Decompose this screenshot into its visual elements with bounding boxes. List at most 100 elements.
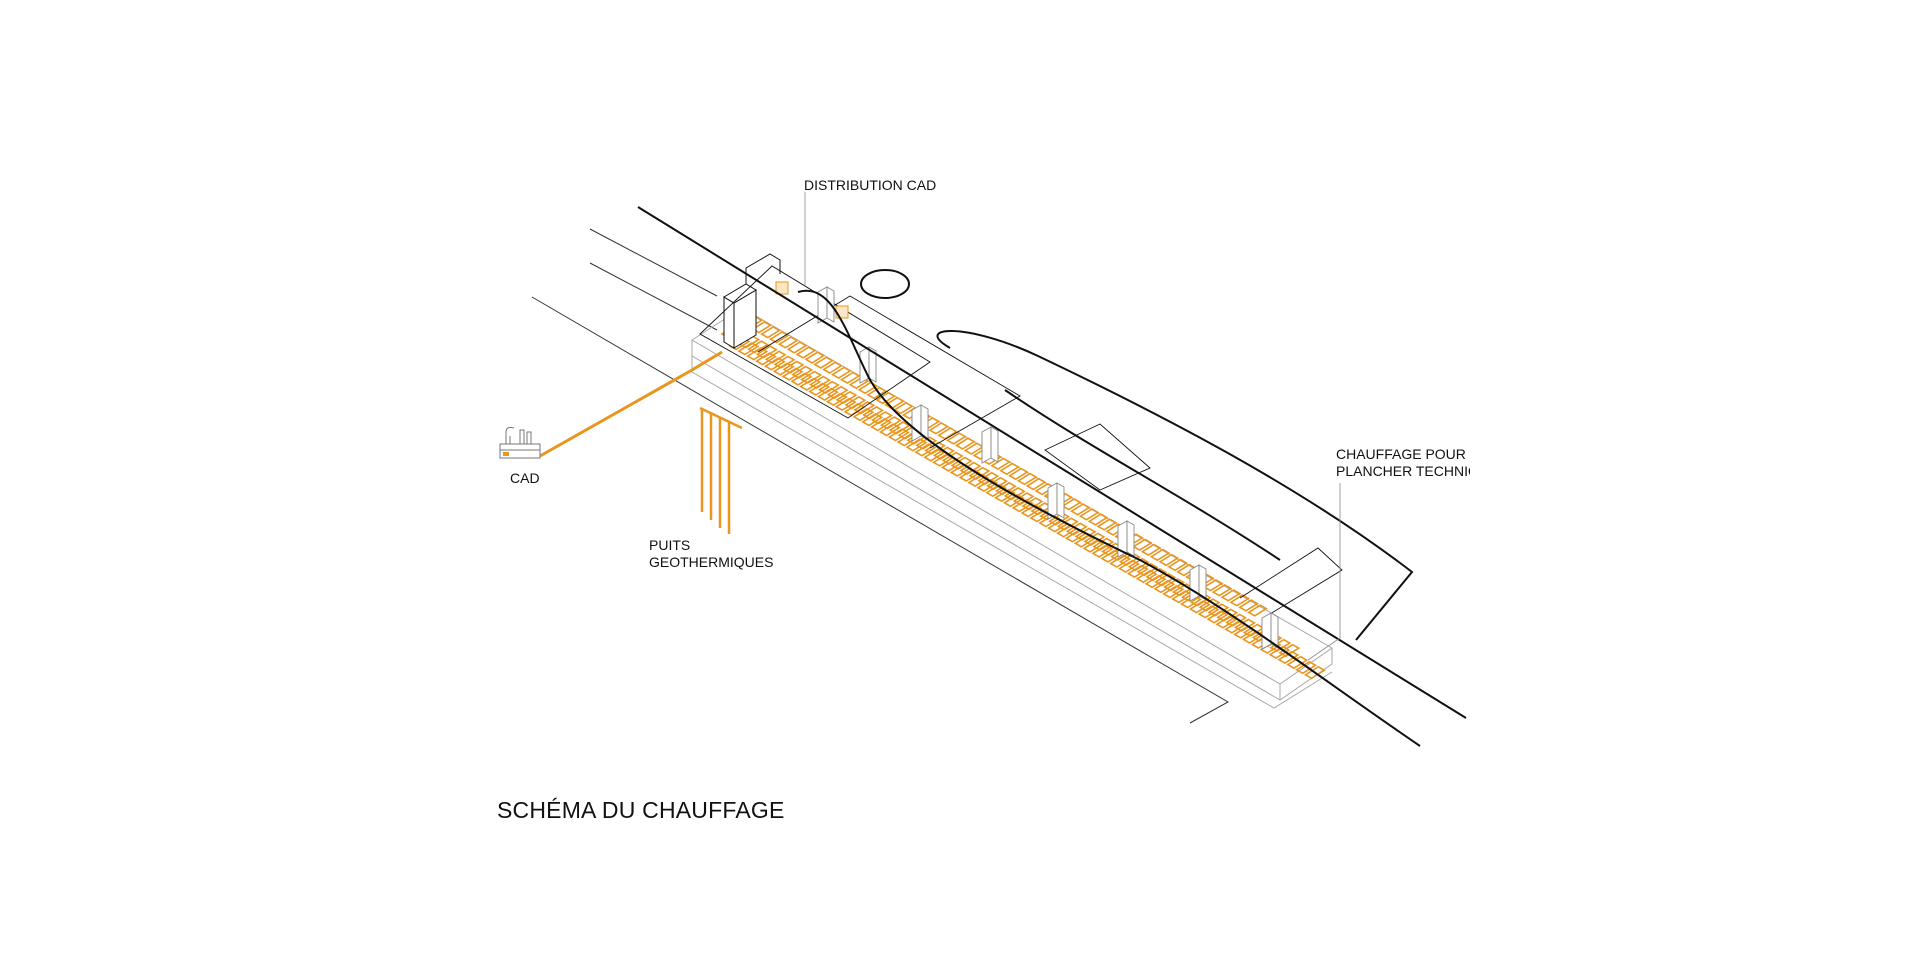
column bbox=[1189, 564, 1200, 602]
diagram-title: SCHÉMA DU CHAUFFAGE bbox=[497, 797, 785, 823]
column-side bbox=[868, 346, 877, 383]
coil-loop bbox=[1158, 553, 1180, 567]
coil-loop bbox=[760, 325, 781, 339]
coil-loop bbox=[1140, 543, 1162, 557]
coil-loop bbox=[875, 391, 896, 405]
column bbox=[1261, 612, 1272, 650]
upper-deck bbox=[699, 265, 1343, 615]
coil-loop bbox=[1118, 552, 1141, 567]
coil-loop bbox=[892, 401, 914, 415]
coil-loop bbox=[773, 355, 796, 369]
label-puits-line1: PUITS bbox=[649, 537, 691, 553]
coil-loop bbox=[857, 381, 879, 395]
coil-loop bbox=[1025, 477, 1047, 491]
coil-loop bbox=[968, 466, 991, 481]
coil-loop bbox=[959, 461, 982, 476]
coil-loop bbox=[1087, 513, 1109, 526]
coil-loop bbox=[755, 345, 778, 359]
label-distribution-cad: DISTRIBUTION CAD bbox=[804, 177, 937, 193]
label-chauffage-plancher: CHAUFFAGE POUR PLANCHER TECHNIQUE bbox=[1336, 446, 1470, 480]
coil-loop bbox=[795, 346, 817, 359]
coil-loop bbox=[1048, 512, 1071, 526]
coil-loop bbox=[1021, 497, 1044, 511]
column-side bbox=[1126, 520, 1135, 557]
coil-loop bbox=[1167, 558, 1189, 572]
coil-loop bbox=[1278, 643, 1301, 658]
coil-loop bbox=[813, 356, 834, 369]
coil-loop bbox=[928, 422, 950, 435]
coil-loop bbox=[1078, 508, 1100, 521]
coil-loop bbox=[1136, 562, 1159, 577]
coil-loop bbox=[862, 405, 885, 420]
coil-loop bbox=[1145, 567, 1168, 582]
distribution-boxes bbox=[775, 281, 849, 319]
coil-loop bbox=[870, 411, 893, 425]
coil-loop bbox=[1233, 618, 1256, 632]
radiant-floor-coils bbox=[720, 315, 1326, 680]
coil-loop bbox=[751, 320, 772, 334]
coil-loop bbox=[946, 432, 967, 445]
leader-lines bbox=[804, 192, 1341, 661]
coil-loop bbox=[990, 457, 1012, 471]
column-side bbox=[990, 426, 999, 463]
coil-loop bbox=[822, 361, 843, 374]
coil-loop bbox=[804, 351, 826, 364]
coil-loop bbox=[1083, 532, 1106, 546]
coil-loop bbox=[1202, 578, 1224, 592]
coil-loop bbox=[1247, 604, 1268, 617]
coil-loop bbox=[844, 395, 867, 410]
column bbox=[981, 426, 992, 464]
coil-loop bbox=[1132, 538, 1153, 552]
coil-loop bbox=[1074, 527, 1097, 541]
coil-loop bbox=[1127, 557, 1150, 572]
well-header bbox=[699, 406, 743, 430]
coil-loop bbox=[1197, 605, 1220, 619]
coil-loop bbox=[747, 340, 769, 354]
coil-loop bbox=[1220, 589, 1242, 602]
coil-loop bbox=[994, 481, 1017, 496]
column bbox=[817, 286, 828, 324]
canopy-lines bbox=[637, 206, 1467, 747]
coil-loop bbox=[808, 375, 831, 390]
coil-loop bbox=[848, 376, 870, 390]
coil-loop bbox=[941, 451, 964, 465]
coil-loop bbox=[777, 336, 799, 349]
coil-loop bbox=[999, 462, 1020, 476]
coil-loop bbox=[1198, 598, 1221, 612]
coil-loop bbox=[954, 437, 976, 450]
coil-loop bbox=[786, 341, 808, 354]
coil-loop bbox=[791, 365, 814, 379]
coil-loop bbox=[1269, 638, 1292, 653]
coil-loop bbox=[1149, 548, 1171, 562]
coil-loop bbox=[1012, 492, 1035, 506]
column-side bbox=[1198, 564, 1207, 601]
coil-loop bbox=[826, 385, 849, 400]
coil-loop bbox=[1070, 503, 1091, 516]
coil-loop bbox=[839, 371, 861, 385]
coil-loop bbox=[1061, 497, 1082, 511]
coil-loop bbox=[937, 427, 958, 440]
coil-loop bbox=[914, 443, 937, 457]
coil-loop bbox=[1096, 518, 1118, 531]
geothermal-wells bbox=[699, 406, 743, 534]
coil-loop bbox=[879, 416, 902, 430]
coil-loop bbox=[800, 370, 823, 384]
label-cad: CAD bbox=[510, 470, 540, 486]
district-heating-plant-icon bbox=[499, 427, 541, 459]
coil-loop bbox=[915, 436, 938, 450]
coil-loop bbox=[835, 390, 858, 405]
coil-loop bbox=[1211, 583, 1233, 597]
cad-supply-pipe bbox=[539, 350, 723, 458]
coil-loop bbox=[1056, 517, 1079, 531]
coil-loop bbox=[853, 400, 876, 415]
coil-loop bbox=[1065, 522, 1088, 536]
column-side bbox=[1056, 482, 1065, 519]
column bbox=[911, 404, 922, 442]
coil-loop bbox=[977, 471, 1000, 486]
track-lines bbox=[531, 228, 1230, 724]
coil-loop bbox=[1229, 594, 1251, 607]
coil-loop bbox=[1016, 472, 1038, 486]
coil-loop bbox=[1008, 467, 1029, 481]
